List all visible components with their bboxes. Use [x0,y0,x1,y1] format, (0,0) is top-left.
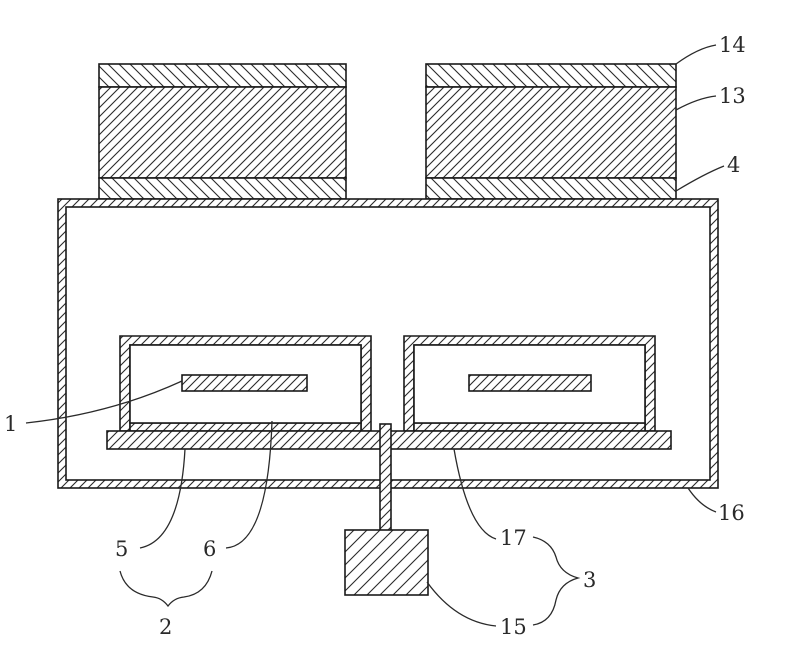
right-top-plate-14 [425,63,677,88]
label-3: 3 [583,568,596,592]
right-inner-container [403,335,656,432]
label-4: 4 [727,153,740,177]
right-container-floor [413,422,646,432]
label-16: 16 [718,501,745,525]
label-17: 17 [500,526,527,550]
left-container-floor [129,422,362,432]
label-5: 5 [115,537,128,561]
label-15: 15 [500,615,527,639]
leader-lines [25,44,725,627]
label-1: 1 [4,412,17,436]
right-bottom-plate-4 [425,177,677,200]
left-bottom-plate [98,177,347,200]
shaft [379,423,392,533]
right-sample-plate [468,374,592,392]
left-inner-container [119,335,372,432]
label-6: 6 [203,537,216,561]
right-magnet-stack [425,63,677,200]
left-magnet-stack [98,63,347,200]
label-2: 2 [159,615,172,639]
reference-labels: 14 13 4 1 16 5 6 17 3 2 15 [4,33,746,639]
label-13: 13 [719,84,746,108]
label-14: 14 [719,33,746,57]
right-middle-block-13 [425,86,677,179]
drive-block-15 [344,529,429,596]
left-sample-plate-1 [181,374,308,392]
left-top-plate [98,63,347,88]
left-middle-block [98,86,347,179]
